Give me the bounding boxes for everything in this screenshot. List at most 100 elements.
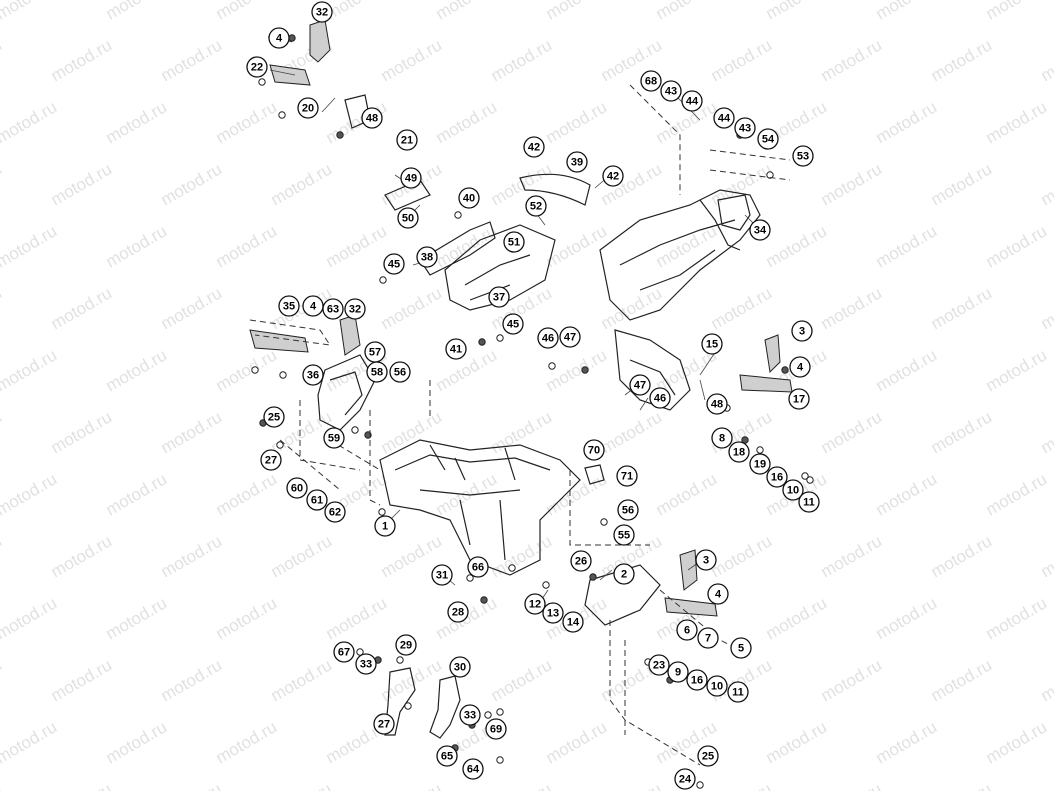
watermark-text: motod.ru [48, 779, 116, 791]
callout-number: 4 [797, 362, 804, 374]
frame-parts-drawing [249, 19, 814, 789]
callout-circle [395, 634, 417, 656]
part-callout: 40 [458, 187, 480, 209]
watermark-text: motod.ru [158, 35, 226, 85]
callout-number: 42 [607, 171, 619, 183]
watermark-text: motod.ru [543, 717, 611, 767]
fastener [756, 446, 764, 454]
part-callout: 56 [617, 499, 639, 521]
part-callout: 4 [302, 295, 324, 317]
callout-circle [713, 107, 735, 129]
watermark-text: motod.ru [708, 531, 776, 581]
callout-circle [734, 117, 756, 139]
callout-number: 28 [452, 607, 464, 619]
part-callout: 44 [713, 107, 735, 129]
watermark-text: motod.ru [213, 221, 281, 271]
part-callout: 15 [701, 333, 723, 355]
part-callout: 16 [686, 669, 708, 691]
watermark-text: motod.ru [378, 407, 446, 457]
callout-number: 41 [450, 344, 462, 356]
part-callout: 35 [278, 295, 300, 317]
part-callout: 36 [302, 364, 324, 386]
watermark-text: motod.ru [0, 593, 60, 643]
callout-circle [730, 637, 752, 659]
callout-circle [503, 231, 525, 253]
callout-number: 22 [251, 62, 263, 74]
fastener [542, 581, 550, 589]
watermark-text: motod.ru [0, 0, 60, 23]
callout-circle [502, 313, 524, 335]
callout-number: 66 [472, 562, 484, 574]
fastener [741, 436, 749, 444]
fastener [251, 366, 259, 374]
watermark-text: motod.ru [983, 717, 1051, 767]
callout-number: 68 [645, 76, 657, 88]
part-callout: 71 [616, 465, 638, 487]
callout-circle [749, 219, 771, 241]
callout-circle [697, 745, 719, 767]
watermark-text: motod.ru [488, 531, 556, 581]
part-callout: 41 [445, 338, 467, 360]
fastener [278, 111, 286, 119]
callout-circle [616, 465, 638, 487]
callout-number: 16 [771, 472, 783, 484]
callout-number: 61 [311, 495, 323, 507]
part-callout: 12 [524, 593, 546, 615]
part-callout: 65 [436, 745, 458, 767]
fastener [276, 441, 284, 449]
part-callout: 3 [695, 549, 717, 571]
watermark-text: motod.ru [1038, 283, 1054, 333]
callout-circle [566, 151, 588, 173]
callout-circle [344, 298, 366, 320]
callout-number: 67 [338, 647, 350, 659]
callout-number: 9 [675, 667, 681, 679]
watermark-text: motod.ru [213, 345, 281, 395]
callout-number: 17 [793, 394, 805, 406]
callout-number: 34 [754, 225, 767, 237]
fastener [496, 756, 504, 764]
callout-number: 48 [366, 113, 378, 125]
watermark-text: motod.ru [543, 345, 611, 395]
callout-number: 16 [691, 675, 703, 687]
callout-number: 71 [621, 471, 633, 483]
callout-circle [629, 374, 651, 396]
part-callout: 14 [562, 611, 584, 633]
callout-circle [383, 253, 405, 275]
callout-circle [324, 501, 346, 523]
fastener [600, 518, 608, 526]
watermark-text: motod.ru [818, 35, 886, 85]
part-callout: 25 [263, 406, 285, 428]
callout-number: 46 [542, 333, 554, 345]
callout-number: 26 [575, 556, 587, 568]
watermark-text: motod.ru [1038, 531, 1054, 581]
part-callout: 4 [707, 583, 729, 605]
part-callout: 46 [537, 327, 559, 349]
watermark-text: motod.ru [378, 35, 446, 85]
watermark-text: motod.ru [158, 655, 226, 705]
watermark-text: motod.ru [873, 221, 941, 271]
watermark-text: motod.ru [818, 655, 886, 705]
callout-circle [695, 549, 717, 571]
callout-circle [400, 167, 422, 189]
watermark-text: motod.ru [873, 0, 941, 23]
watermark-text: motod.ru [0, 779, 5, 791]
watermark-text: motod.ru [653, 0, 721, 23]
fastener [396, 656, 404, 664]
part-callout: 45 [383, 253, 405, 275]
fastener [336, 131, 344, 139]
callout-number: 12 [529, 599, 541, 611]
callout-number: 43 [665, 86, 677, 98]
watermark-text: motod.ru [928, 779, 996, 791]
part-callout: 58 [366, 361, 388, 383]
callout-circle [263, 406, 285, 428]
part-callout: 66 [467, 556, 489, 578]
callout-number: 45 [507, 319, 519, 331]
callout-number: 64 [467, 764, 480, 776]
callout-circle [648, 654, 670, 676]
callout-number: 10 [711, 681, 723, 693]
watermark-text: motod.ru [928, 159, 996, 209]
watermark-text: motod.ru [873, 97, 941, 147]
callout-number: 7 [705, 633, 711, 645]
